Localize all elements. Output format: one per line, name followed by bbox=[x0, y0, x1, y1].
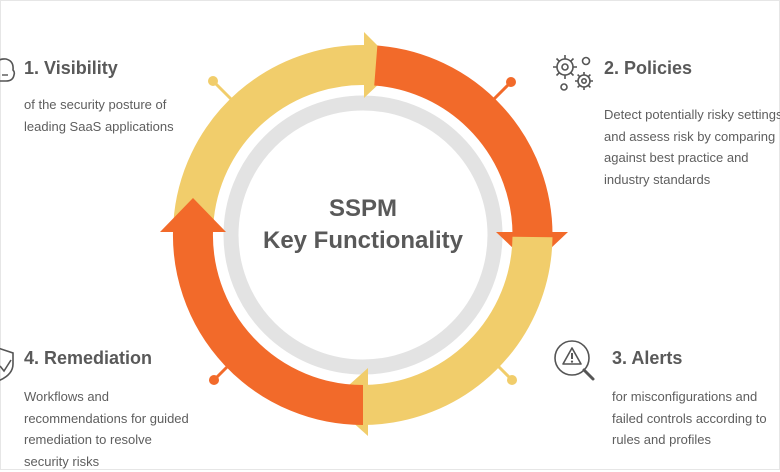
visibility-title: 1. Visibility bbox=[24, 58, 118, 78]
visibility-description: of the security posture of leading SaaS … bbox=[24, 97, 174, 134]
gears-icon bbox=[553, 55, 593, 91]
alerts-description: for misconfigurations and failed control… bbox=[612, 389, 767, 447]
cycle-diagram: SSPM Key Functionality bbox=[160, 32, 568, 436]
center-title-line2: Key Functionality bbox=[263, 227, 464, 254]
cloud-icon bbox=[0, 58, 16, 82]
shield-check-icon bbox=[0, 347, 14, 381]
center-title-line1: SSPM bbox=[329, 195, 397, 222]
policies-title: 2. Policies bbox=[604, 58, 693, 78]
inner-ring bbox=[223, 95, 503, 375]
remediation-description: Workflows and recommendations for guided… bbox=[24, 389, 189, 469]
remediation-title: 4. Remediation bbox=[24, 348, 153, 368]
policies-description: Detect potentially risky settings and as… bbox=[604, 107, 780, 187]
warning-search-icon bbox=[554, 340, 595, 381]
arrow-segment-left bbox=[160, 198, 364, 425]
alerts-title: 3. Alerts bbox=[612, 348, 683, 368]
